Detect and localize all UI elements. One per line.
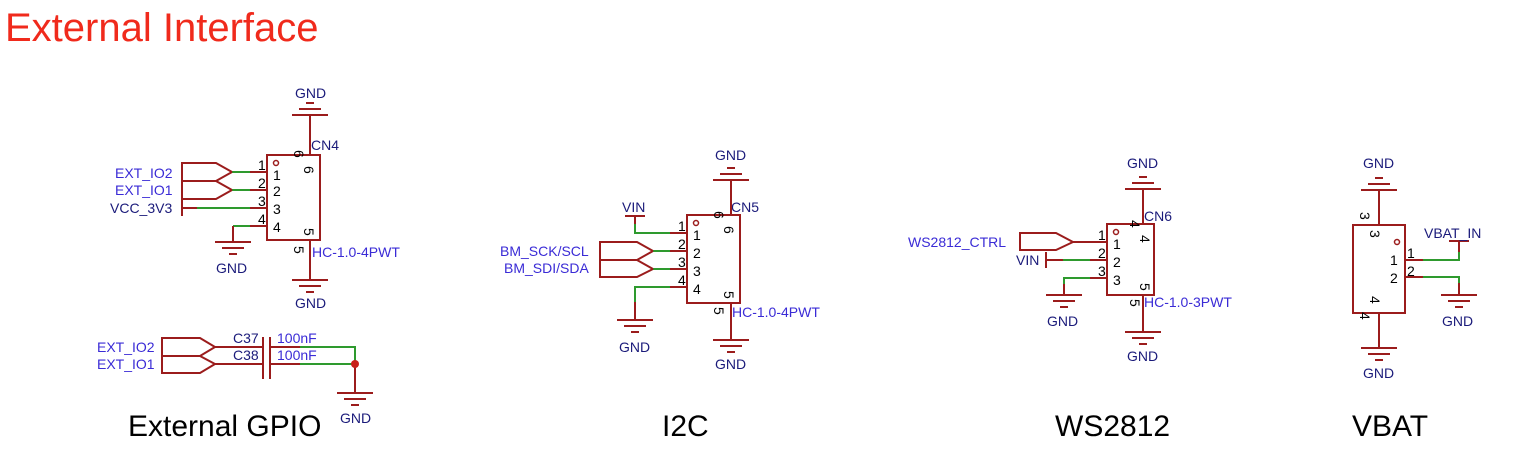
cn6-connector[interactable]: CN6 HC-1.0-3PWT 1 1 2 2 3 3 4 4 5 5 — [1098, 208, 1232, 310]
pin-number: 3 — [273, 201, 281, 217]
gnd-label: GND — [1127, 155, 1158, 171]
pin-number: 3 — [1357, 212, 1373, 220]
net-label-bm-sdi: BM_SDI/SDA — [504, 260, 589, 276]
pin-number: 5 — [711, 307, 727, 315]
gnd-label: GND — [1363, 365, 1394, 381]
net-label-ext-io2: EXT_IO2 — [115, 165, 173, 181]
gnd-label: GND — [1047, 313, 1078, 329]
section-label-gpio: External GPIO — [128, 410, 321, 443]
pin-number: 3 — [1113, 272, 1121, 288]
gnd-label: GND — [216, 260, 247, 276]
cn6-ref: CN6 — [1144, 208, 1172, 224]
pin1-marker-icon — [1393, 238, 1401, 246]
pin-number: 5 — [301, 228, 317, 236]
pin1-marker-icon — [1112, 228, 1120, 236]
cn4-connector[interactable]: CN4 HC-1.0-4PWT 1 1 2 2 3 3 4 4 6 6 5 5 — [258, 137, 400, 260]
gnd-label: GND — [1442, 313, 1473, 329]
net-label-vcc-3v3: VCC_3V3 — [110, 200, 172, 216]
gnd-label: GND — [340, 410, 371, 426]
cn4-ref: CN4 — [311, 137, 339, 153]
pin-number: 6 — [301, 166, 317, 174]
cn4-value: HC-1.0-4PWT — [312, 244, 400, 260]
pin-number: 4 — [1127, 220, 1143, 228]
gnd-label: GND — [295, 85, 326, 101]
cn5-connector[interactable]: CN5 HC-1.0-4PWT 1 1 2 2 3 3 4 4 6 6 5 5 — [678, 199, 820, 320]
pin-number: 4 — [258, 211, 266, 227]
net-label-ext-io1: EXT_IO1 — [115, 182, 173, 198]
gnd-label: GND — [715, 356, 746, 372]
pin-number: 2 — [1113, 254, 1121, 270]
pin-number: 1 — [1407, 245, 1415, 261]
pin-number: 4 — [1137, 235, 1153, 243]
c37-value: 100nF — [277, 330, 317, 346]
pin-number: 2 — [1098, 245, 1106, 261]
pin-number: 5 — [291, 246, 307, 254]
pin-number: 1 — [1098, 227, 1106, 243]
pin-number: 4 — [1357, 312, 1373, 320]
pin-number: 5 — [1127, 299, 1143, 307]
gnd-label: GND — [1127, 348, 1158, 364]
pin-number: 3 — [678, 254, 686, 270]
cn5-value: HC-1.0-4PWT — [732, 304, 820, 320]
gnd-label: GND — [295, 295, 326, 311]
net-label-ws2812-ctrl: WS2812_CTRL — [908, 234, 1006, 250]
pin-number: 3 — [1367, 230, 1383, 238]
pin-number: 6 — [721, 226, 737, 234]
net-label-vbat-in: VBAT_IN — [1424, 225, 1481, 241]
cn4-body — [266, 154, 321, 241]
pin-number: 4 — [678, 272, 686, 288]
section-label-ws2812: WS2812 — [1055, 410, 1170, 443]
pin-number: 1 — [273, 167, 281, 183]
net-label-vin: VIN — [622, 199, 645, 215]
net-label-bm-sck: BM_SCK/SCL — [500, 243, 589, 259]
c37-ref: C37 — [233, 330, 259, 346]
section-label-i2c: I2C — [662, 410, 709, 443]
pin-number: 2 — [1390, 270, 1398, 286]
junction-dot — [351, 360, 359, 368]
pin-number: 3 — [1098, 263, 1106, 279]
sheet-title: External Interface — [5, 6, 319, 50]
pin-number: 5 — [721, 291, 737, 299]
pin-number: 1 — [1390, 252, 1398, 268]
pin-number: 2 — [273, 183, 281, 199]
pin-number: 3 — [258, 193, 266, 209]
net-label-vin: VIN — [1016, 252, 1039, 268]
pin1-marker-icon — [692, 219, 700, 227]
pin-number: 1 — [678, 218, 686, 234]
vbat-connector[interactable]: 1 1 2 2 3 3 4 4 — [1352, 212, 1415, 320]
pin-number: 5 — [1137, 283, 1153, 291]
pin-number: 2 — [258, 175, 266, 191]
pin-number: 1 — [1113, 236, 1121, 252]
pin-number: 2 — [678, 236, 686, 252]
cn6-value: HC-1.0-3PWT — [1144, 294, 1232, 310]
pin-number: 2 — [1407, 263, 1415, 279]
pin-number: 1 — [693, 227, 701, 243]
pin-number: 4 — [1367, 296, 1383, 304]
cn5-ref: CN5 — [731, 199, 759, 215]
pin1-marker-icon — [272, 159, 280, 167]
pin-number: 3 — [693, 263, 701, 279]
pin-number: 2 — [693, 245, 701, 261]
gnd-label: GND — [619, 339, 650, 355]
pin-number: 6 — [711, 211, 727, 219]
net-label-ext-io1: EXT_IO1 — [97, 356, 155, 372]
net-label-ext-io2: EXT_IO2 — [97, 339, 155, 355]
c38-ref: C38 — [233, 347, 259, 363]
pin-number: 4 — [273, 219, 281, 235]
section-label-vbat: VBAT — [1352, 410, 1428, 443]
pin-number: 1 — [258, 157, 266, 173]
pin-number: 6 — [291, 150, 307, 158]
c38-value: 100nF — [277, 347, 317, 363]
cn5-body — [686, 214, 741, 304]
gnd-label: GND — [715, 147, 746, 163]
pin-number: 4 — [693, 281, 701, 297]
gnd-label: GND — [1363, 155, 1394, 171]
c37-capacitor[interactable]: C37 100nF C38 100nF — [233, 330, 317, 379]
